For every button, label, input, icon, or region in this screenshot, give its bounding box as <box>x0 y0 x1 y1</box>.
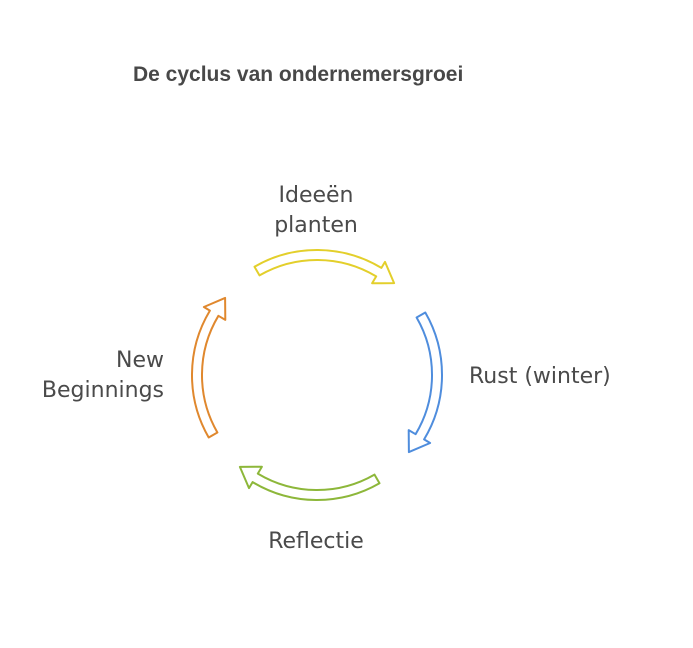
arrow-ideeen-planten <box>253 249 396 285</box>
label-rust-winter: Rust (winter) <box>469 364 611 389</box>
arrow-new-beginnings <box>191 296 227 439</box>
label-reflectie: Reflectie <box>268 529 364 554</box>
label-new-beginnings: New Beginnings <box>41 348 164 403</box>
arrow-reflectie <box>238 465 381 501</box>
label-ideeen-planten: Ideeën planten <box>274 183 358 238</box>
arrow-rust-winter <box>407 311 443 454</box>
diagram-title: De cyclus van ondernemersgroei <box>133 63 464 86</box>
